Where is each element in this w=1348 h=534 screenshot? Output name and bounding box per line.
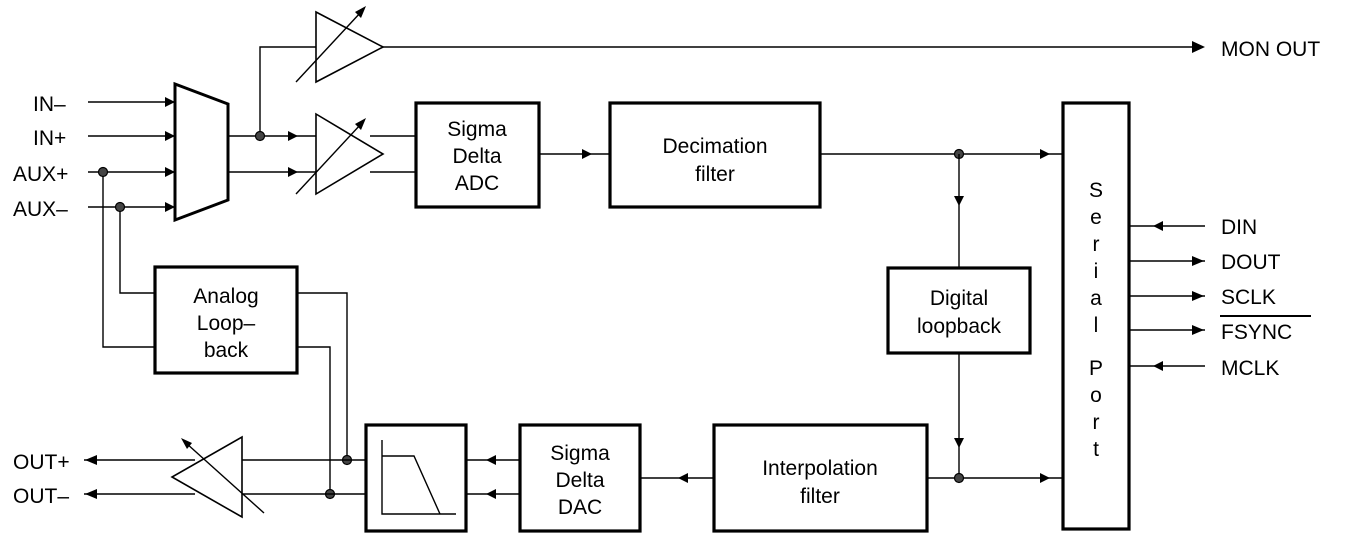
- out-minus-label: OUT–: [13, 485, 69, 508]
- low-pass-filter-block: [364, 423, 468, 533]
- svg-text:t: t: [1093, 438, 1099, 461]
- analog-loopback-label-line3: back: [204, 339, 249, 362]
- input-mux: [173, 81, 230, 223]
- din-label: DIN: [1221, 216, 1257, 239]
- adc-label-line1: Sigma: [447, 118, 507, 141]
- decimation-label-line2: filter: [695, 163, 735, 186]
- svg-text:e: e: [1090, 206, 1102, 229]
- digital-loopback-label-line1: Digital: [930, 287, 988, 310]
- input-wires: [88, 97, 175, 212]
- aux-plus-label: AUX+: [13, 163, 68, 186]
- interpolation-filter-block: [712, 423, 929, 533]
- svg-text:r: r: [1093, 411, 1100, 434]
- analog-loopback-wires: [297, 292, 353, 500]
- sclk-label: SCLK: [1221, 286, 1276, 309]
- in-minus-label: IN–: [33, 93, 66, 116]
- aux-loop-wires: [97, 166, 155, 348]
- decimation-filter-block: [608, 101, 822, 209]
- svg-text:S: S: [1089, 179, 1103, 202]
- digital-loopback-block: [886, 266, 1032, 355]
- analog-loopback-label-line1: Analog: [193, 285, 258, 308]
- aux-minus-label: AUX–: [13, 198, 68, 221]
- input-pga: [295, 112, 385, 196]
- svg-text:i: i: [1094, 260, 1099, 283]
- svg-text:l: l: [1094, 314, 1099, 337]
- analog-loopback-label-line2: Loop–: [197, 312, 256, 335]
- out-plus-label: OUT+: [13, 451, 70, 474]
- dout-label: DOUT: [1221, 251, 1281, 274]
- mux-output-wires: [228, 46, 316, 177]
- serial-port-block: [1061, 101, 1131, 531]
- adc-label-line2: Delta: [452, 145, 501, 168]
- adc-label-line3: ADC: [455, 172, 499, 195]
- svg-text:r: r: [1093, 233, 1100, 256]
- svg-text:a: a: [1090, 287, 1102, 310]
- in-plus-label: IN+: [33, 127, 66, 150]
- decimation-label-line1: Decimation: [662, 135, 767, 158]
- interpolation-label-line2: filter: [800, 485, 840, 508]
- dac-label-line1: Sigma: [550, 442, 610, 465]
- serial-port-label: S e r i a l P o r t: [1089, 179, 1103, 461]
- analog-loopback-block: [153, 265, 299, 375]
- output-driver-amplifier: [170, 435, 265, 519]
- digital-loopback-label-line2: loopback: [917, 315, 1002, 338]
- fsync-label: FSYNC: [1221, 321, 1292, 344]
- interpolation-label-line1: Interpolation: [762, 457, 878, 480]
- svg-text:P: P: [1089, 357, 1103, 380]
- mon-out-label: MON OUT: [1221, 38, 1320, 61]
- sigma-delta-adc-block: [414, 101, 541, 209]
- dac-label-line2: Delta: [555, 469, 604, 492]
- dac-label-line3: DAC: [558, 496, 602, 519]
- svg-text:o: o: [1090, 384, 1102, 407]
- mclk-label: MCLK: [1221, 357, 1279, 380]
- monitor-amplifier: [295, 6, 385, 84]
- sigma-delta-dac-block: [518, 423, 642, 533]
- serial-signal-wires: [1129, 221, 1205, 371]
